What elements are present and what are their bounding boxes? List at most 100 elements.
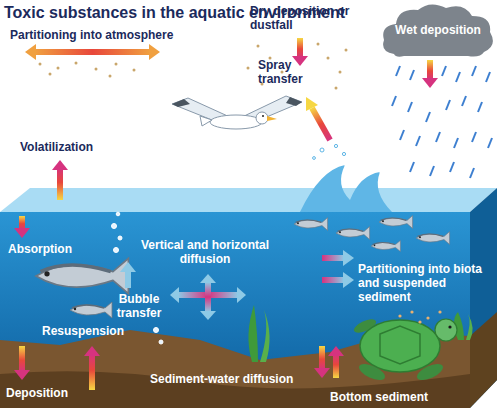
illustration-part bbox=[172, 99, 190, 107]
process-label: Bubble transfer bbox=[110, 292, 168, 320]
illustration-part bbox=[398, 314, 401, 317]
sea-turtle bbox=[352, 316, 457, 383]
illustration-part bbox=[260, 310, 270, 362]
illustration-part bbox=[317, 43, 320, 46]
illustration-part bbox=[438, 310, 441, 313]
illustration-part bbox=[75, 62, 78, 65]
illustration-part bbox=[327, 57, 330, 60]
cloud-shape: Wet deposition bbox=[380, 2, 496, 58]
illustration-part bbox=[52, 160, 68, 170]
illustration-part bbox=[396, 66, 400, 76]
process-label: Dry deposition or dustfall bbox=[250, 4, 350, 32]
illustration-part bbox=[237, 287, 246, 303]
illustration-part bbox=[430, 166, 434, 176]
illustration-part bbox=[57, 67, 60, 70]
cloud-label: Wet deposition bbox=[395, 23, 481, 37]
illustration-part bbox=[70, 302, 112, 318]
illustration-part bbox=[336, 227, 370, 240]
illustration-part bbox=[410, 162, 414, 172]
illustration-part bbox=[170, 287, 179, 303]
process-label: Partitioning into atmosphere bbox=[10, 28, 173, 42]
illustration-part bbox=[125, 270, 131, 288]
illustration-part bbox=[322, 277, 344, 283]
illustration-part bbox=[426, 112, 430, 122]
rain bbox=[392, 66, 492, 178]
illustration-part bbox=[120, 262, 136, 272]
illustration-part bbox=[319, 346, 325, 370]
illustration-part bbox=[257, 45, 260, 48]
illustration-part bbox=[247, 67, 250, 70]
illustration-part bbox=[159, 340, 163, 344]
illustration-part bbox=[442, 66, 446, 76]
illustration-part bbox=[14, 370, 30, 380]
illustration-part bbox=[95, 68, 98, 71]
illustration-part bbox=[379, 216, 413, 229]
illustration-part bbox=[400, 130, 404, 140]
illustration-part bbox=[462, 96, 466, 106]
illustration-part bbox=[446, 100, 450, 110]
illustration-part bbox=[89, 354, 95, 390]
waves bbox=[300, 144, 392, 212]
illustration-part bbox=[435, 319, 457, 341]
illustration-part bbox=[343, 272, 354, 288]
illustration-part bbox=[392, 96, 396, 106]
process-label: Deposition bbox=[6, 386, 68, 400]
illustration-part bbox=[116, 212, 120, 216]
illustration-part bbox=[154, 328, 159, 333]
illustration-part bbox=[294, 218, 328, 231]
illustration-part bbox=[248, 305, 258, 362]
illustration-part bbox=[112, 224, 117, 229]
illustration-part bbox=[456, 72, 460, 82]
transfer-arrows bbox=[14, 38, 438, 390]
illustration-part bbox=[14, 228, 30, 238]
illustration-part bbox=[427, 60, 433, 80]
illustration-part bbox=[334, 144, 337, 147]
illustration-part bbox=[470, 312, 497, 408]
process-label: Resuspension bbox=[42, 324, 124, 338]
illustration-part bbox=[118, 236, 122, 240]
illustration-part bbox=[314, 368, 330, 378]
illustration-part bbox=[300, 165, 392, 212]
illustration-part bbox=[410, 310, 413, 313]
illustration-part bbox=[454, 138, 458, 148]
illustration-part bbox=[426, 316, 429, 319]
illustration-part bbox=[450, 162, 454, 172]
process-label: Volatilization bbox=[20, 140, 93, 154]
bottom-sediment bbox=[0, 312, 497, 408]
process-label: Partitioning into biota and suspended se… bbox=[358, 262, 492, 304]
illustration-part bbox=[292, 56, 308, 66]
illustration-part bbox=[342, 152, 345, 155]
illustration-part bbox=[343, 250, 354, 266]
illustration-part bbox=[416, 232, 450, 245]
illustration-part bbox=[25, 44, 36, 60]
process-label: Vertical and horizontal diffusion bbox=[124, 238, 286, 266]
illustration-part bbox=[256, 112, 268, 124]
illustration-part bbox=[267, 116, 277, 121]
illustration-part bbox=[448, 325, 451, 328]
illustration-part bbox=[210, 115, 262, 129]
illustration-part bbox=[286, 97, 302, 106]
illustration-part bbox=[84, 346, 100, 356]
illustration-part bbox=[466, 314, 473, 340]
illustration-part bbox=[470, 188, 497, 408]
illustration-part bbox=[345, 165, 384, 186]
water-body bbox=[0, 188, 497, 408]
illustration-part bbox=[205, 282, 211, 312]
illustration-part bbox=[200, 116, 212, 126]
illustration-part bbox=[416, 136, 420, 146]
illustration-part bbox=[322, 255, 344, 261]
illustration-part bbox=[333, 354, 339, 378]
process-label: Bottom sediment bbox=[330, 390, 428, 404]
illustration-part bbox=[472, 66, 476, 76]
illustration-part bbox=[200, 274, 216, 283]
illustration-part bbox=[418, 320, 421, 323]
illustration-part bbox=[19, 346, 25, 372]
illustration-part bbox=[335, 87, 338, 90]
illustration-part bbox=[328, 346, 344, 356]
illustration-part bbox=[320, 148, 324, 152]
illustration-part bbox=[57, 168, 63, 200]
illustration-part bbox=[436, 132, 440, 142]
illustration-part bbox=[0, 371, 470, 408]
illustration-part bbox=[109, 75, 112, 78]
